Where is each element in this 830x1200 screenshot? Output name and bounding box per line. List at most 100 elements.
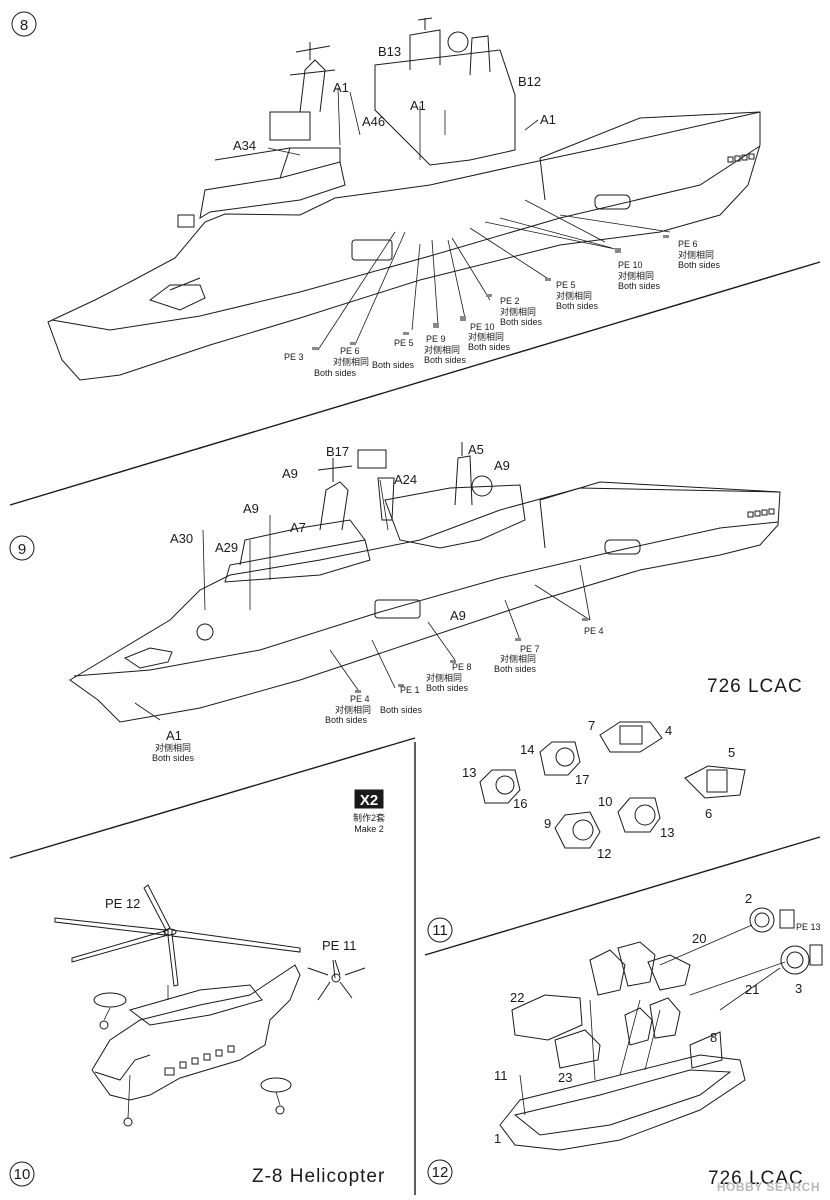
part-label-6: 6 <box>705 806 712 821</box>
lcac-deck <box>513 1069 732 1136</box>
step-10-number: 10 <box>14 1166 31 1183</box>
superstructure-8 <box>199 147 346 219</box>
part-label-B13: B13 <box>378 44 401 59</box>
mast-9 <box>317 458 353 531</box>
part-label-B17: B17 <box>326 444 349 459</box>
part-label-A1: A1 <box>333 80 349 95</box>
pe-label: PE 4 <box>350 694 370 704</box>
part-label-B12: B12 <box>518 74 541 89</box>
funnel-8 <box>469 35 491 76</box>
tower-9 <box>454 442 473 506</box>
pe-note: 对侧相同 <box>618 270 654 281</box>
pe-note: 对侧相同 <box>468 331 504 342</box>
divider-11-12 <box>424 836 821 956</box>
stern-opening-9 <box>604 539 641 555</box>
hangar-block-9 <box>384 484 526 549</box>
pe-note: Both sides <box>556 301 599 311</box>
leaders-12 <box>519 924 786 1116</box>
helicopter-engine-deck <box>128 984 263 1026</box>
ship-hull-8 <box>47 111 761 381</box>
step-9: 9 <box>9 442 802 763</box>
pe-note: 对侧相同 <box>155 742 191 753</box>
pe-label: PE 3 <box>284 352 304 362</box>
part-label-2: 2 <box>745 891 752 906</box>
ship-flightdeck-8 <box>539 111 761 201</box>
part-label-14: 14 <box>520 742 534 757</box>
pe-note: Both sides <box>618 281 661 291</box>
watermark: HOBBY SEARCH <box>716 1180 820 1194</box>
part-label-22: 22 <box>510 990 524 1005</box>
pe-label: PE 2 <box>500 296 520 306</box>
part-label-A29: A29 <box>215 540 238 555</box>
part-label-A5: A5 <box>468 442 484 457</box>
wheel-icon <box>275 1105 285 1115</box>
lcac-duct <box>539 741 581 776</box>
step-10: 10 X2 制作2套 Make 2 <box>9 789 385 1187</box>
lcac-cabin <box>511 994 583 1041</box>
lcac-fan-housing <box>599 721 663 753</box>
pe-label: PE 9 <box>426 334 446 344</box>
lcac-hull <box>499 1054 746 1151</box>
step-11-badge <box>427 917 453 943</box>
side-door-8 <box>351 239 393 261</box>
divider-9-10 <box>9 737 416 859</box>
pe-label: PE 7 <box>520 644 540 654</box>
step-8-badge <box>11 11 37 37</box>
pe-label: PE 12 <box>105 896 140 911</box>
step-11: 11 7 4 14 17 13 <box>427 718 746 943</box>
step-9-badge <box>9 535 35 561</box>
pe-note: Both sides <box>500 317 543 327</box>
ship-flightdeck-9 <box>539 481 781 549</box>
pe-label: PE 10 <box>470 322 495 332</box>
lcac-duct <box>479 769 521 804</box>
pe-label: PE 11 <box>322 938 356 953</box>
step-8-number: 8 <box>20 17 28 34</box>
make-x2-cn: 制作2套 <box>353 812 385 823</box>
part-label-7: 7 <box>588 718 595 733</box>
pe-swatches-9 <box>355 618 588 693</box>
part-label-A46: A46 <box>362 114 385 129</box>
side-door-9 <box>374 599 421 619</box>
part-label-3: 3 <box>795 981 802 996</box>
ship-deckline-8 <box>51 145 761 331</box>
pe-note: 对侧相同 <box>333 356 369 367</box>
part-label-16: 16 <box>513 796 527 811</box>
pe-note: 对侧相同 <box>500 306 536 317</box>
pe-label: PE 5 <box>394 338 414 348</box>
part-label-4: 4 <box>665 723 672 738</box>
part-label-A34: A34 <box>233 138 256 153</box>
step-10-badge <box>9 1161 35 1187</box>
tower-8 <box>409 17 441 70</box>
part-label-A1: A1 <box>540 112 556 127</box>
stern-opening-8 <box>594 194 631 210</box>
pe-label: PE 5 <box>556 280 576 290</box>
lcac-propeller <box>749 907 823 975</box>
radome-8 <box>447 31 469 53</box>
part-label-21: 21 <box>745 982 759 997</box>
part-label-A1: A1 <box>410 98 426 113</box>
bow-gun-9 <box>123 647 173 669</box>
lcac-duct <box>617 797 661 833</box>
hangar-block-8 <box>374 49 516 166</box>
mast-8 <box>289 42 336 113</box>
lcac-fan-ducts <box>589 941 691 1046</box>
step-11-number: 11 <box>432 922 448 939</box>
part-label-13: 13 <box>660 825 674 840</box>
part-label-A9: A9 <box>494 458 510 473</box>
pe-label: PE 6 <box>678 239 698 249</box>
pe-note: Both sides <box>372 360 415 370</box>
pe-note: Both sides <box>494 664 537 674</box>
ship-hull-9 <box>69 487 781 723</box>
deck-gun-8 <box>177 214 195 228</box>
part-label-8: 8 <box>710 1030 717 1045</box>
sponson-right <box>260 1077 292 1093</box>
pe-note: 对侧相同 <box>556 290 592 301</box>
make-x2-en: Make 2 <box>354 824 384 834</box>
part-label-20: 20 <box>692 931 706 946</box>
superstructure-block-8 <box>269 111 311 141</box>
pe-label: PE 6 <box>340 346 360 356</box>
pe-note: Both sides <box>314 368 357 378</box>
funnel-9 <box>357 449 387 469</box>
divider-8-9 <box>9 261 821 506</box>
lcac-cabin <box>554 1029 601 1069</box>
